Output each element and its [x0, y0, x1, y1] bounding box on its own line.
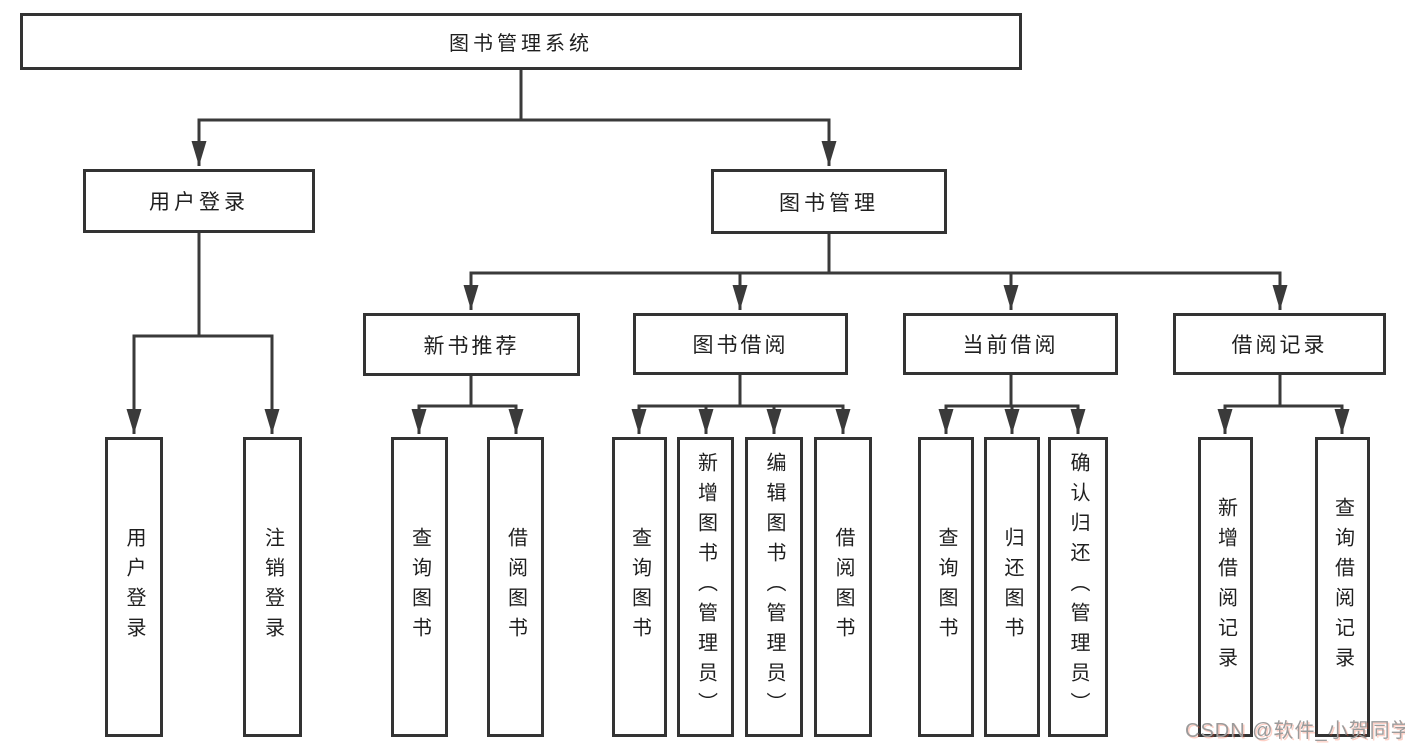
node-book-management-branch: 图书管理 [711, 169, 947, 234]
node-user-login-branch: 用户登录 [83, 169, 315, 233]
node-root-library-management-system: 图书管理系统 [20, 13, 1022, 70]
node-leaf-add-books-admin: 新增图书（管理员） [677, 437, 734, 737]
node-leaf-user-login: 用户登录 [105, 437, 163, 737]
node-leaf-query-books: 查询图书 [612, 437, 667, 737]
node-leaf-borrow-books: 借阅图书 [814, 437, 872, 737]
node-label: 当前借阅 [962, 334, 1059, 357]
node-label: 图书借阅 [692, 334, 789, 357]
node-label: 借阅记录 [1231, 334, 1328, 357]
node-label: 确认归还（管理员） [1067, 452, 1089, 722]
node-leaf-borrow-books: 借阅图书 [487, 437, 544, 737]
node-leaf-query-borrow-record: 查询借阅记录 [1315, 437, 1370, 737]
node-label: 借阅图书 [504, 527, 527, 647]
node-new-book-recommend: 新书推荐 [363, 313, 580, 376]
node-label: 新增图书（管理员） [694, 452, 717, 722]
node-label: 查询图书 [408, 527, 431, 647]
node-label: 图书管理系统 [449, 33, 593, 55]
node-label: 编辑图书（管理员） [763, 452, 785, 722]
node-leaf-confirm-return-admin: 确认归还（管理员） [1048, 437, 1108, 737]
node-leaf-logout: 注销登录 [243, 437, 302, 737]
node-label: 查询借阅记录 [1331, 497, 1354, 677]
node-label: 图书管理 [779, 191, 879, 215]
node-leaf-edit-books-admin: 编辑图书（管理员） [745, 437, 803, 737]
node-label: 查询图书 [628, 527, 651, 647]
node-label: 用户登录 [149, 191, 249, 214]
watermark: CSDN @软件_小贺同学 [1185, 720, 1405, 742]
node-label: 新书推荐 [423, 334, 520, 358]
node-book-borrowing: 图书借阅 [633, 313, 848, 375]
node-leaf-add-borrow-record: 新增借阅记录 [1198, 437, 1253, 737]
node-label: 新增借阅记录 [1214, 497, 1237, 677]
node-borrowing-records: 借阅记录 [1173, 313, 1386, 375]
node-label: 注销登录 [261, 527, 284, 647]
node-leaf-query-books: 查询图书 [391, 437, 448, 737]
node-label: 用户登录 [123, 527, 145, 647]
node-leaf-return-books: 归还图书 [984, 437, 1040, 737]
node-label: 查询图书 [935, 527, 957, 647]
node-label: 归还图书 [1001, 527, 1023, 647]
node-label: 借阅图书 [832, 527, 854, 647]
node-current-borrowing: 当前借阅 [903, 313, 1118, 375]
node-leaf-query-books: 查询图书 [918, 437, 974, 737]
